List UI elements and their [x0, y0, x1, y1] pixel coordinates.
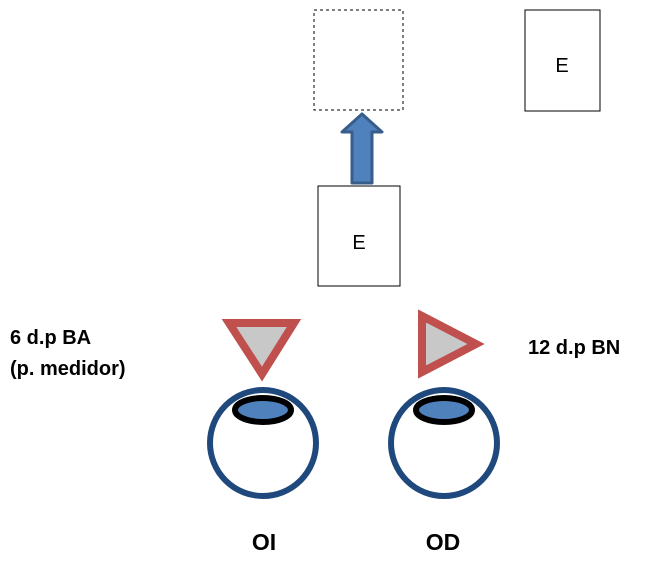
virtual-image-box — [313, 9, 404, 111]
left-prism-label-line1: 6 d.p BA — [10, 327, 91, 349]
right-eye-label: OD — [426, 529, 461, 555]
object-box — [317, 185, 401, 287]
right-image-letter: E — [555, 55, 568, 77]
right-eye-icon — [388, 387, 500, 499]
right-prism-label: 12 d.p BN — [528, 337, 620, 359]
left-prism-label-line2: (p. medidor) — [10, 358, 126, 380]
object-letter: E — [352, 232, 365, 254]
right-image-box — [524, 9, 601, 112]
left-eye-label: OI — [252, 529, 276, 555]
right-prism-triangle-icon — [418, 309, 485, 379]
left-prism-triangle-icon — [221, 319, 302, 382]
left-eye-icon — [207, 387, 319, 499]
upward-arrow-icon — [340, 112, 384, 185]
